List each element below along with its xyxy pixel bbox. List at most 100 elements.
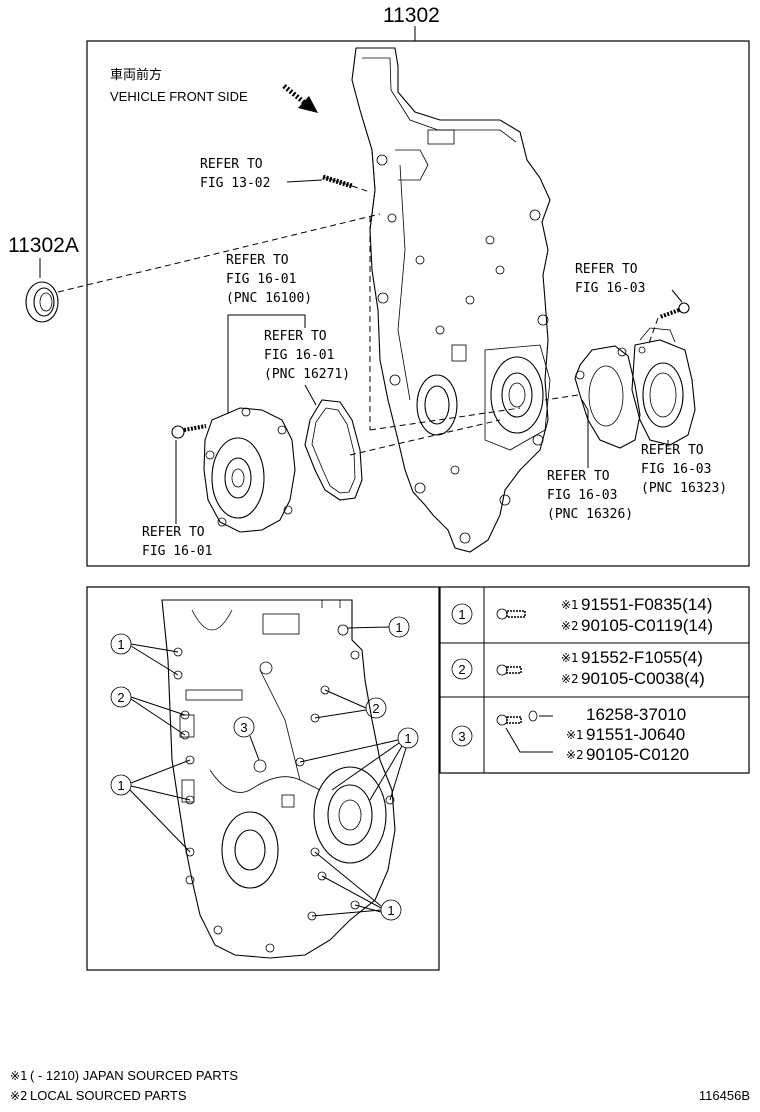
callout-bolt-1-mid-right[interactable]: 1 — [397, 727, 419, 749]
svg-text:91551-F0835(14): 91551-F0835(14) — [581, 595, 712, 614]
oil-seal-part[interactable] — [25, 281, 59, 323]
footnote-japan-sourced: ※1 ( - 1210) JAPAN SOURCED PARTS — [10, 1068, 238, 1083]
svg-text:FIG 16-01: FIG 16-01 — [142, 544, 212, 559]
callout-bolt-1-left-lower[interactable]: 1 — [110, 774, 132, 796]
leader-c1e — [369, 745, 403, 801]
svg-text:LOCAL SOURCED PARTS: LOCAL SOURCED PARTS — [30, 1088, 187, 1103]
timing-chain-cover-part[interactable] — [351, 47, 551, 553]
bolt-with-washer-icon — [496, 710, 553, 753]
direction-label-jp: 車両前方 — [110, 67, 162, 82]
callout-bolt-1-top-right[interactable]: 1 — [388, 616, 410, 638]
refer-fig-16-03-pnc-16326[interactable]: REFER TO FIG 16-03 (PNC 16326) — [547, 469, 633, 522]
svg-text:16258-37010: 16258-37010 — [586, 705, 686, 724]
svg-text:REFER TO: REFER TO — [142, 525, 205, 540]
svg-text:90105-C0119(14): 90105-C0119(14) — [581, 616, 713, 635]
svg-text:2: 2 — [458, 662, 465, 677]
leader-c1g — [130, 759, 191, 784]
svg-text:※1: ※1 — [566, 728, 584, 742]
callout-bolt-3[interactable]: 3 — [233, 716, 255, 738]
bolt-location-panel-frame — [86, 586, 440, 971]
top-panel-frame — [86, 40, 750, 567]
callout-bolt-2-right[interactable]: 2 — [365, 697, 387, 719]
leader-13-02 — [286, 179, 323, 183]
footnote-local-sourced: ※2 LOCAL SOURCED PARTS — [10, 1088, 187, 1103]
svg-text:※1: ※1 — [10, 1069, 28, 1083]
leader-c2c — [324, 689, 367, 709]
direction-label-en: VEHICLE FRONT SIDE — [110, 89, 248, 104]
svg-text:1: 1 — [395, 620, 402, 635]
leader-16-03-bolt — [671, 289, 683, 303]
inlet-bolt-part[interactable] — [659, 302, 690, 319]
svg-text:90105-C0120: 90105-C0120 — [586, 745, 689, 764]
svg-text:3: 3 — [458, 729, 465, 744]
callout-bolt-1-lower-right[interactable]: 1 — [380, 899, 402, 921]
bolt-table — [439, 586, 750, 774]
svg-text:REFER TO: REFER TO — [641, 443, 704, 458]
svg-text:3: 3 — [240, 720, 247, 735]
refer-fig-13-02[interactable]: REFER TO FIG 13-02 — [200, 157, 270, 191]
leader-c2a — [130, 696, 186, 716]
leader-c1j — [314, 851, 382, 907]
refer-fig-16-01-pnc-16271[interactable]: REFER TO FIG 16-01 (PNC 16271) — [264, 329, 350, 382]
svg-text:FIG 13-02: FIG 13-02 — [200, 176, 270, 191]
inlet-dash-line — [647, 317, 659, 347]
callout-bolt-1-upper-left[interactable]: 1 — [110, 633, 132, 655]
svg-text:(PNC 16271): (PNC 16271) — [264, 367, 350, 382]
svg-text:FIG 16-03: FIG 16-03 — [641, 462, 711, 477]
leader-c2b — [130, 698, 186, 736]
stud-bolt-part[interactable] — [322, 174, 353, 189]
refer-fig-16-03-bolt[interactable]: REFER TO FIG 16-03 — [575, 262, 645, 296]
callout-bolt-2-left[interactable]: 2 — [110, 686, 132, 708]
leader-16271 — [304, 384, 317, 406]
water-pump-gasket-part[interactable] — [304, 399, 363, 501]
svg-text:90105-C0038(4): 90105-C0038(4) — [581, 669, 705, 688]
refer-fig-16-03-pnc-16323[interactable]: REFER TO FIG 16-03 (PNC 16323) — [641, 443, 727, 496]
leader-c1i — [129, 789, 191, 853]
svg-text:FIG 16-03: FIG 16-03 — [575, 281, 645, 296]
refer-fig-16-01-bolt[interactable]: REFER TO FIG 16-01 — [142, 525, 212, 559]
svg-text:※2: ※2 — [566, 748, 584, 762]
refer-fig-16-01-pnc-16100[interactable]: REFER TO FIG 16-01 (PNC 16100) — [226, 253, 312, 306]
inlet-gasket-part[interactable] — [574, 345, 641, 449]
svg-text:REFER TO: REFER TO — [264, 329, 327, 344]
leader-c1f — [389, 747, 407, 801]
svg-text:※2: ※2 — [561, 619, 579, 633]
svg-text:REFER TO: REFER TO — [547, 469, 610, 484]
main-part-number[interactable]: 11302 — [383, 4, 440, 27]
pump-dash-line-2 — [369, 407, 521, 431]
svg-text:FIG 16-01: FIG 16-01 — [264, 348, 334, 363]
svg-text:(PNC 16326): (PNC 16326) — [547, 507, 633, 522]
leader-c1k — [321, 875, 382, 909]
svg-text:REFER TO: REFER TO — [575, 262, 638, 277]
leader-c1d — [331, 742, 400, 791]
svg-text:FIG 16-03: FIG 16-03 — [547, 488, 617, 503]
svg-text:1: 1 — [404, 731, 411, 746]
svg-text:91551-J0640: 91551-J0640 — [586, 725, 685, 744]
bolt-table-row-3[interactable]: 3 16258-37010 ※1 91551-J0640 ※2 90105-C0… — [451, 705, 689, 764]
water-inlet-part[interactable] — [631, 327, 696, 446]
flange-bolt-icon — [496, 608, 526, 620]
water-pump-part[interactable] — [203, 407, 296, 533]
leader-c1c — [299, 739, 399, 763]
bolt-table-row-2[interactable]: 2 ※1 91552-F1055(4) ※2 90105-C0038(4) — [451, 648, 705, 688]
svg-text:※2: ※2 — [561, 672, 579, 686]
leader-c1m — [354, 904, 382, 913]
pump-bolt-part[interactable] — [171, 424, 207, 439]
leader-c1a — [130, 643, 179, 653]
leader-16100-top — [228, 314, 306, 328]
svg-text:1: 1 — [117, 637, 124, 652]
leader-c1-top-right — [347, 626, 390, 629]
svg-text:※2: ※2 — [10, 1089, 28, 1103]
svg-text:2: 2 — [372, 701, 379, 716]
figure-id: 116456B — [699, 1088, 750, 1103]
svg-text:1: 1 — [117, 778, 124, 793]
leader-16326 — [581, 399, 589, 468]
seal-part-number[interactable]: 11302A — [8, 234, 79, 257]
bolt-table-row-1[interactable]: 1 ※1 91551-F0835(14) ※2 90105-C0119(14) — [451, 595, 713, 635]
svg-text:FIG 16-01: FIG 16-01 — [226, 272, 296, 287]
stud-dash-line — [351, 185, 371, 193]
svg-text:REFER TO: REFER TO — [200, 157, 263, 172]
cover-front-view-part — [161, 599, 396, 959]
